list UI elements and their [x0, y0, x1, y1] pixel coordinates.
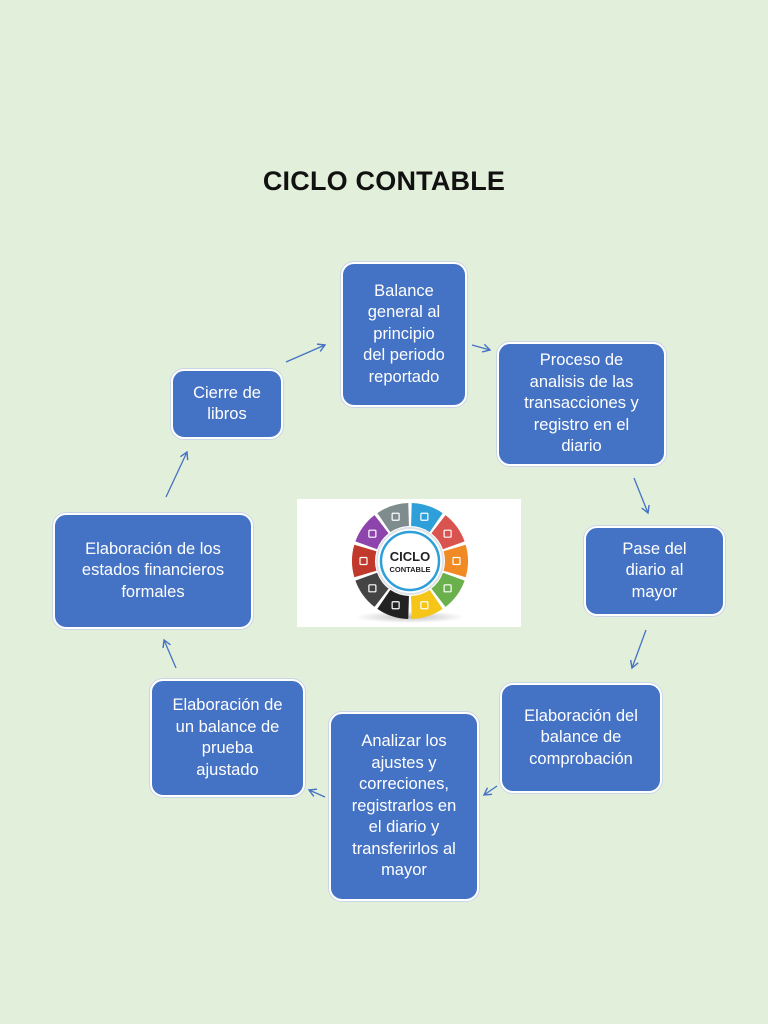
step-label: Pase del diario al mayor	[622, 539, 687, 601]
arrow-comprobacion-to-ajustes	[482, 785, 498, 796]
arrow-proceso-to-pase	[633, 477, 650, 515]
segment-icon	[420, 601, 429, 610]
step-label: Elaboración de un balance de prueba ajus…	[172, 696, 283, 779]
segment-icon	[368, 584, 377, 593]
arrow-balance-to-proceso	[471, 343, 492, 353]
step-box-pase-diario: Pase del diario al mayor	[584, 526, 725, 616]
step-box-balance-comprobacion: Elaboración del balance de comprobación	[500, 683, 662, 793]
ring-segment	[377, 589, 409, 619]
ring-segment	[352, 544, 377, 578]
ring-segment	[377, 503, 409, 533]
step-box-balance-general: Balance general al principio del periodo…	[341, 262, 467, 407]
step-label: Balance general al principio del periodo…	[363, 281, 445, 386]
step-label: Analizar los ajustes y correciones, regi…	[351, 732, 457, 880]
segment-icon	[359, 556, 368, 566]
segment-icon	[368, 529, 377, 538]
page-title: CICLO CONTABLE	[262, 166, 506, 196]
step-box-cierre-libros: Cierre de libros	[171, 369, 283, 439]
arrow-pase-to-comprobacion	[629, 629, 647, 670]
step-label: Elaboración del balance de comprobación	[524, 706, 638, 768]
step-label: Proceso de analisis de las transacciones…	[524, 351, 639, 456]
ring-segment	[411, 503, 443, 533]
graphic-text-ciclo: CICLO	[390, 549, 430, 564]
segment-icon	[391, 512, 400, 521]
arrow-ajustes-to-prueba	[307, 788, 326, 798]
ring-segment	[431, 515, 465, 550]
step-label: Elaboración de los estados financieros f…	[81, 539, 225, 601]
cycle-ring	[352, 503, 468, 619]
ring-segment	[411, 589, 443, 619]
step-box-balance-prueba: Elaboración de un balance de prueba ajus…	[150, 679, 305, 797]
segment-icon	[443, 584, 452, 593]
ciclo-contable-graphic: CICLO CONTABLE	[297, 499, 521, 627]
ring-segment	[355, 515, 389, 550]
step-label: Cierre de libros	[193, 383, 261, 424]
segment-icon	[443, 529, 452, 538]
step-box-proceso-analisis: Proceso de analisis de las transacciones…	[497, 342, 666, 466]
ring-segment	[355, 572, 389, 607]
step-box-estados-financieros: Elaboración de los estados financieros f…	[53, 513, 253, 629]
step-box-ajustes: Analizar los ajustes y correciones, regi…	[329, 712, 479, 901]
segment-icon	[420, 512, 429, 521]
arrow-cierre-to-balance	[285, 343, 327, 363]
arrow-prueba-to-estados	[162, 638, 177, 669]
graphic-text-contable: CONTABLE	[389, 565, 430, 574]
arrow-estados-to-cierre	[165, 450, 189, 498]
segment-icon	[452, 556, 461, 566]
ring-segment	[431, 572, 465, 607]
segment-icon	[391, 601, 400, 610]
ring-segment	[443, 544, 468, 578]
